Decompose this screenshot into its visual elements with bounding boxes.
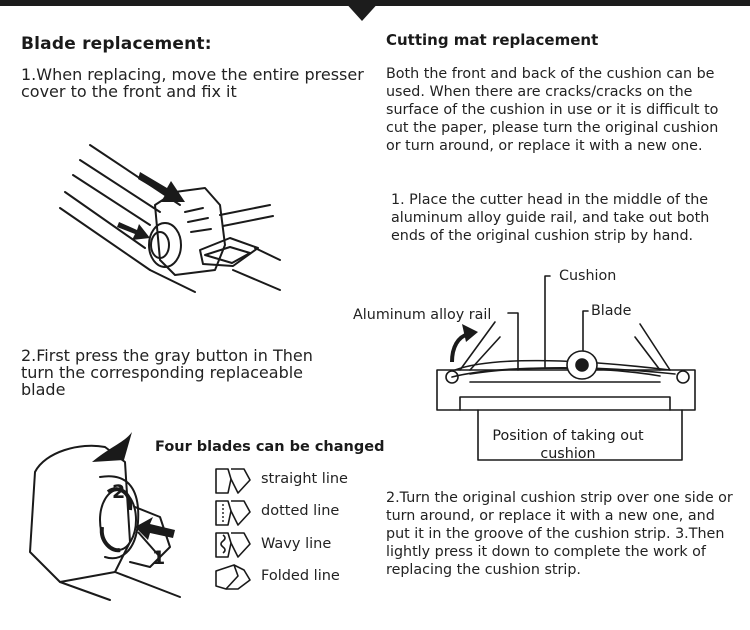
top-notch xyxy=(343,0,381,21)
cushion-step-1: 1. Place the cutter head in the middle o… xyxy=(391,192,710,244)
cushion-diagram xyxy=(436,275,696,461)
presser-cover-illustration xyxy=(59,144,281,293)
rotation-number-1: 1 xyxy=(152,547,165,569)
cushion-intro: Both the front and back of the cushion c… xyxy=(386,66,719,154)
label-blade: Blade xyxy=(591,303,632,319)
blade-step-2: 2.First press the gray button in Then tu… xyxy=(21,346,313,399)
blade-rotate-illustration: 2 1 xyxy=(29,432,181,601)
wavy-blade-icon xyxy=(215,532,251,558)
cutting-mat-heading: Cutting mat replacement xyxy=(386,31,599,49)
label-cushion: Cushion xyxy=(559,268,617,284)
folded-blade-icon xyxy=(215,564,251,590)
blade-label-wavy: Wavy line xyxy=(261,536,332,552)
cushion-steps-2-3: 2.Turn the original cushion strip over o… xyxy=(386,490,733,578)
four-blades-title: Four blades can be changed xyxy=(155,439,385,455)
rotation-number-2: 2 xyxy=(112,481,125,503)
blade-label-dotted: dotted line xyxy=(261,503,340,519)
blade-replacement-heading: Blade replacement: xyxy=(21,34,212,54)
label-position-taking-out-cushion: Position of taking out cushion xyxy=(492,428,644,462)
straight-blade-icon xyxy=(215,468,251,494)
blade-step-1: 1.When replacing, move the entire presse… xyxy=(21,65,364,101)
blade-label-straight: straight line xyxy=(261,471,348,487)
dotted-blade-icon xyxy=(215,500,251,526)
blade-label-folded: Folded line xyxy=(261,568,340,584)
label-aluminum-rail: Aluminum alloy rail xyxy=(353,307,492,323)
